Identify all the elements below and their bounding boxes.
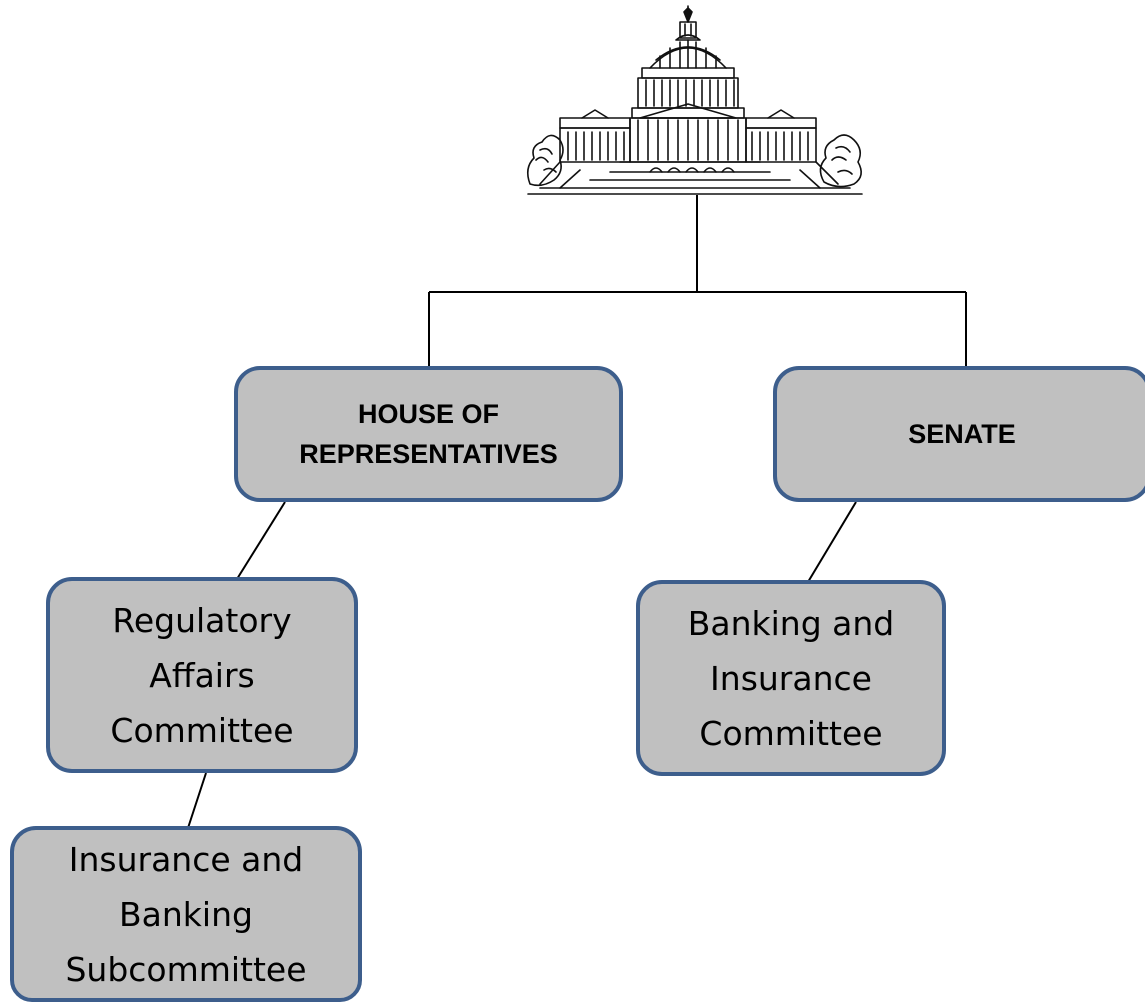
- insurance-and-banking-subcommittee-label: Insurance and Banking Subcommittee: [65, 839, 307, 989]
- connector-regulatory-to-subcommittee: [187, 772, 207, 829]
- regulatory-affairs-committee-label: Regulatory Affairs Committee: [110, 600, 294, 750]
- house-of-representatives-box: HOUSE OF REPRESENTATIVES: [234, 366, 623, 502]
- senate-box: SENATE: [773, 366, 1145, 502]
- insurance-and-banking-subcommittee-box: Insurance and Banking Subcommittee: [10, 826, 362, 1002]
- banking-and-insurance-committee-box: Banking and Insurance Committee: [636, 580, 946, 776]
- regulatory-affairs-committee-box: Regulatory Affairs Committee: [46, 577, 358, 773]
- capitol-building-icon: [526, 5, 863, 195]
- senate-label: SENATE: [908, 419, 1016, 449]
- connector-senate-to-banking: [807, 501, 857, 583]
- banking-and-insurance-committee-label: Banking and Insurance Committee: [687, 603, 895, 753]
- connector-house-to-regulatory: [236, 501, 286, 580]
- house-of-representatives-label: HOUSE OF REPRESENTATIVES: [299, 399, 558, 469]
